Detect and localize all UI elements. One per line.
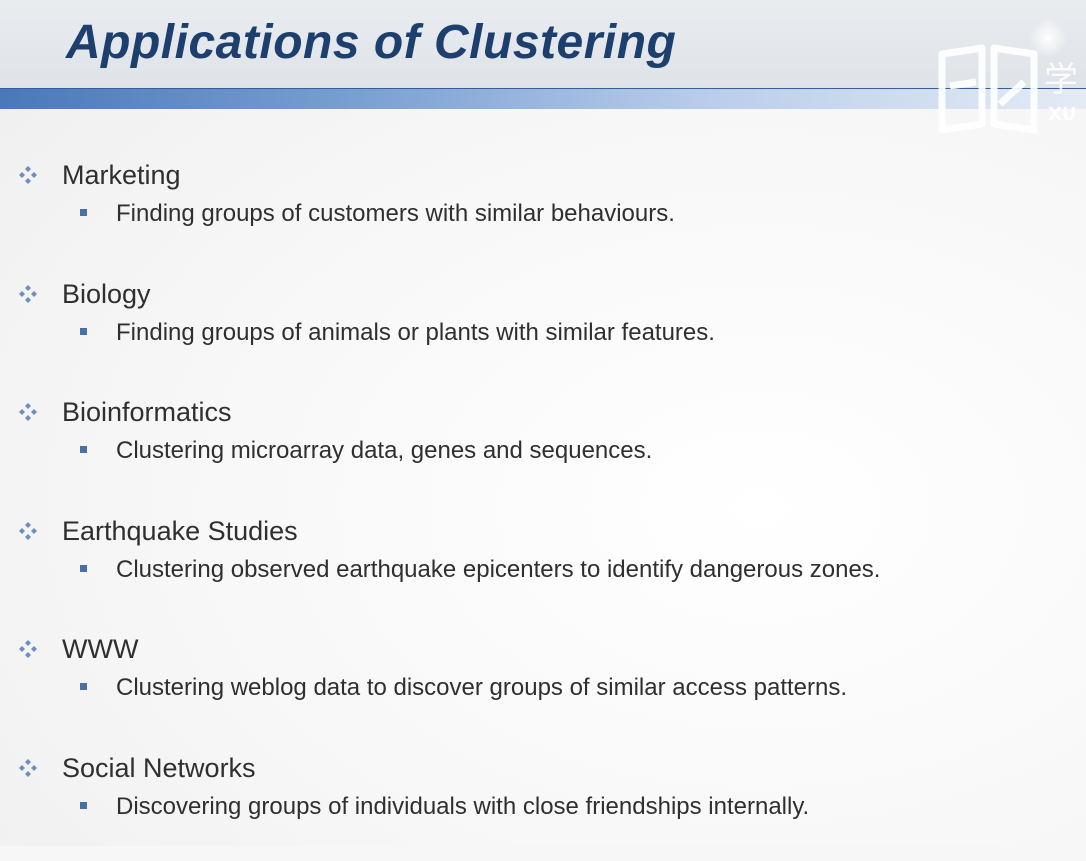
- four-diamond-bullet-icon: [18, 165, 38, 185]
- open-book-icon: [936, 42, 1040, 136]
- list-item: WWW Clustering weblog data to discover g…: [0, 624, 1086, 743]
- item-title: Marketing: [62, 158, 181, 192]
- list-item: Bioinformatics Clustering microarray dat…: [0, 387, 1086, 506]
- square-bullet-icon: [80, 802, 87, 809]
- square-bullet-icon: [80, 328, 87, 335]
- item-description: Finding groups of customers with similar…: [116, 198, 675, 230]
- square-bullet-icon: [80, 446, 87, 453]
- four-diamond-bullet-icon: [18, 639, 38, 659]
- list-item: Biology Finding groups of animals or pla…: [0, 269, 1086, 388]
- square-bullet-icon: [80, 209, 87, 216]
- watermark-latin-text: XU: [1048, 104, 1077, 125]
- four-diamond-bullet-icon: [18, 758, 38, 778]
- slide-title: Applications of Clustering: [66, 12, 676, 74]
- item-title: Earthquake Studies: [62, 514, 298, 548]
- list-item: Social Networks Discovering groups of in…: [0, 743, 1086, 861]
- item-title: Bioinformatics: [62, 395, 232, 429]
- item-description: Clustering microarray data, genes and se…: [116, 435, 652, 467]
- item-title: Social Networks: [62, 751, 256, 785]
- four-diamond-bullet-icon: [18, 521, 38, 541]
- item-title: Biology: [62, 277, 151, 311]
- four-diamond-bullet-icon: [18, 284, 38, 304]
- list-item: Marketing Finding groups of customers wi…: [0, 150, 1086, 269]
- four-diamond-bullet-icon: [18, 402, 38, 422]
- watermark-cn-text: 学: [1044, 52, 1078, 101]
- item-description: Finding groups of animals or plants with…: [116, 317, 715, 349]
- item-description: Clustering observed earthquake epicenter…: [116, 554, 880, 586]
- item-description: Discovering groups of individuals with c…: [116, 791, 809, 823]
- item-description: Clustering weblog data to discover group…: [116, 672, 847, 704]
- title-underline-bar: [0, 88, 1086, 109]
- bullet-list: Marketing Finding groups of customers wi…: [0, 150, 1086, 861]
- square-bullet-icon: [80, 565, 87, 572]
- list-item: Earthquake Studies Clustering observed e…: [0, 506, 1086, 625]
- item-title: WWW: [62, 632, 138, 666]
- watermark-logo: 学 XU: [930, 0, 1086, 140]
- square-bullet-icon: [80, 683, 87, 690]
